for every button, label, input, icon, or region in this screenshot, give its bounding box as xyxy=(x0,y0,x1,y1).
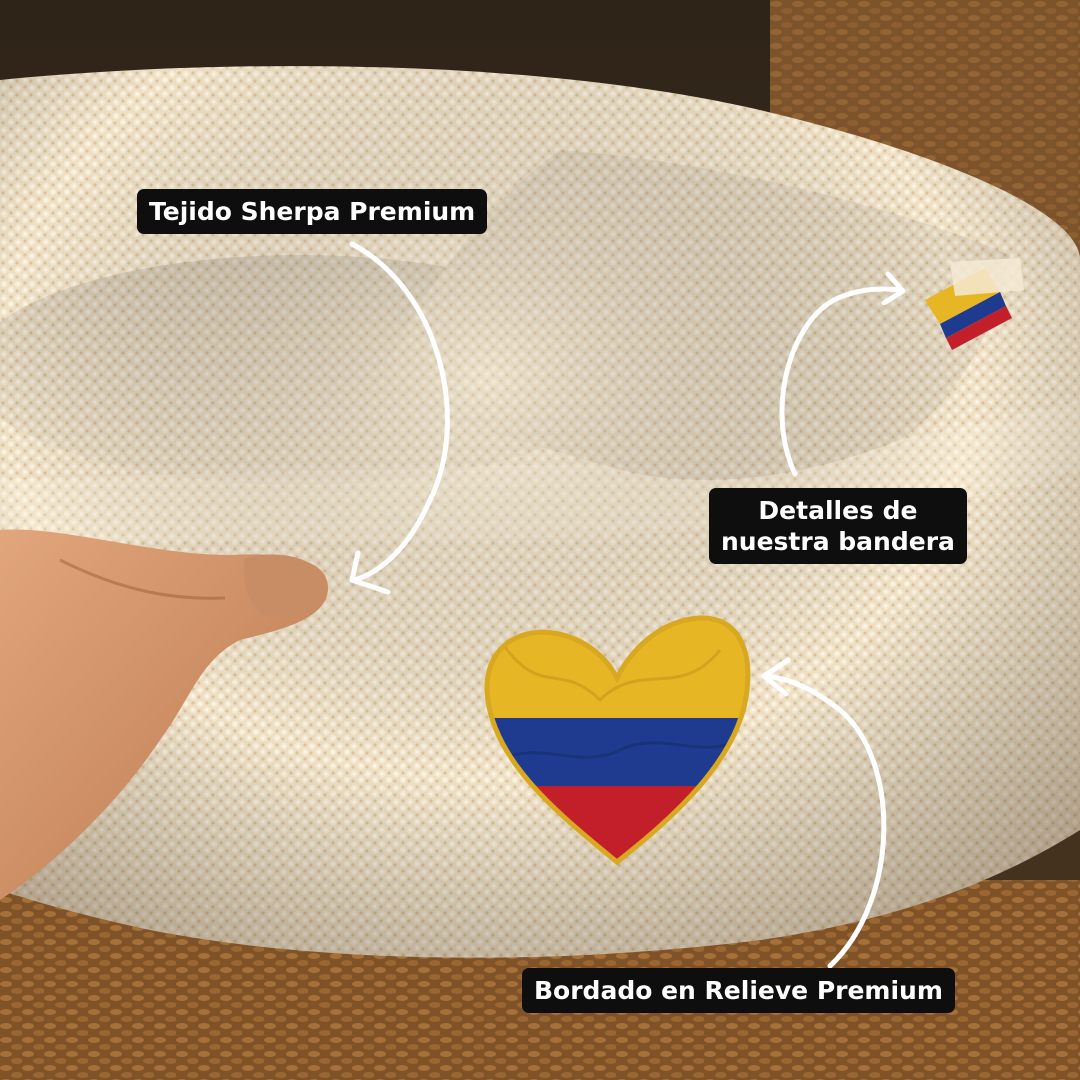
callout-sherpa-fabric: Tejido Sherpa Premium xyxy=(137,189,488,234)
callout-flag-line-1: Detalles de xyxy=(758,496,918,525)
hand xyxy=(0,529,329,900)
callout-sherpa-text: Tejido Sherpa Premium xyxy=(149,197,476,226)
callout-embroidery-text: Bordado en Relieve Premium xyxy=(534,976,943,1005)
callout-flag-line-2: nuestra bandera xyxy=(721,527,955,556)
curved-arrow-icon xyxy=(761,657,887,969)
curved-arrow-icon xyxy=(349,241,450,595)
callout-flag-details: Detalles de nuestra bandera xyxy=(709,488,967,564)
callout-embroidery: Bordado en Relieve Premium xyxy=(522,968,955,1013)
flag-ribbon-tag xyxy=(925,258,1024,350)
curved-arrow-icon xyxy=(779,271,906,477)
